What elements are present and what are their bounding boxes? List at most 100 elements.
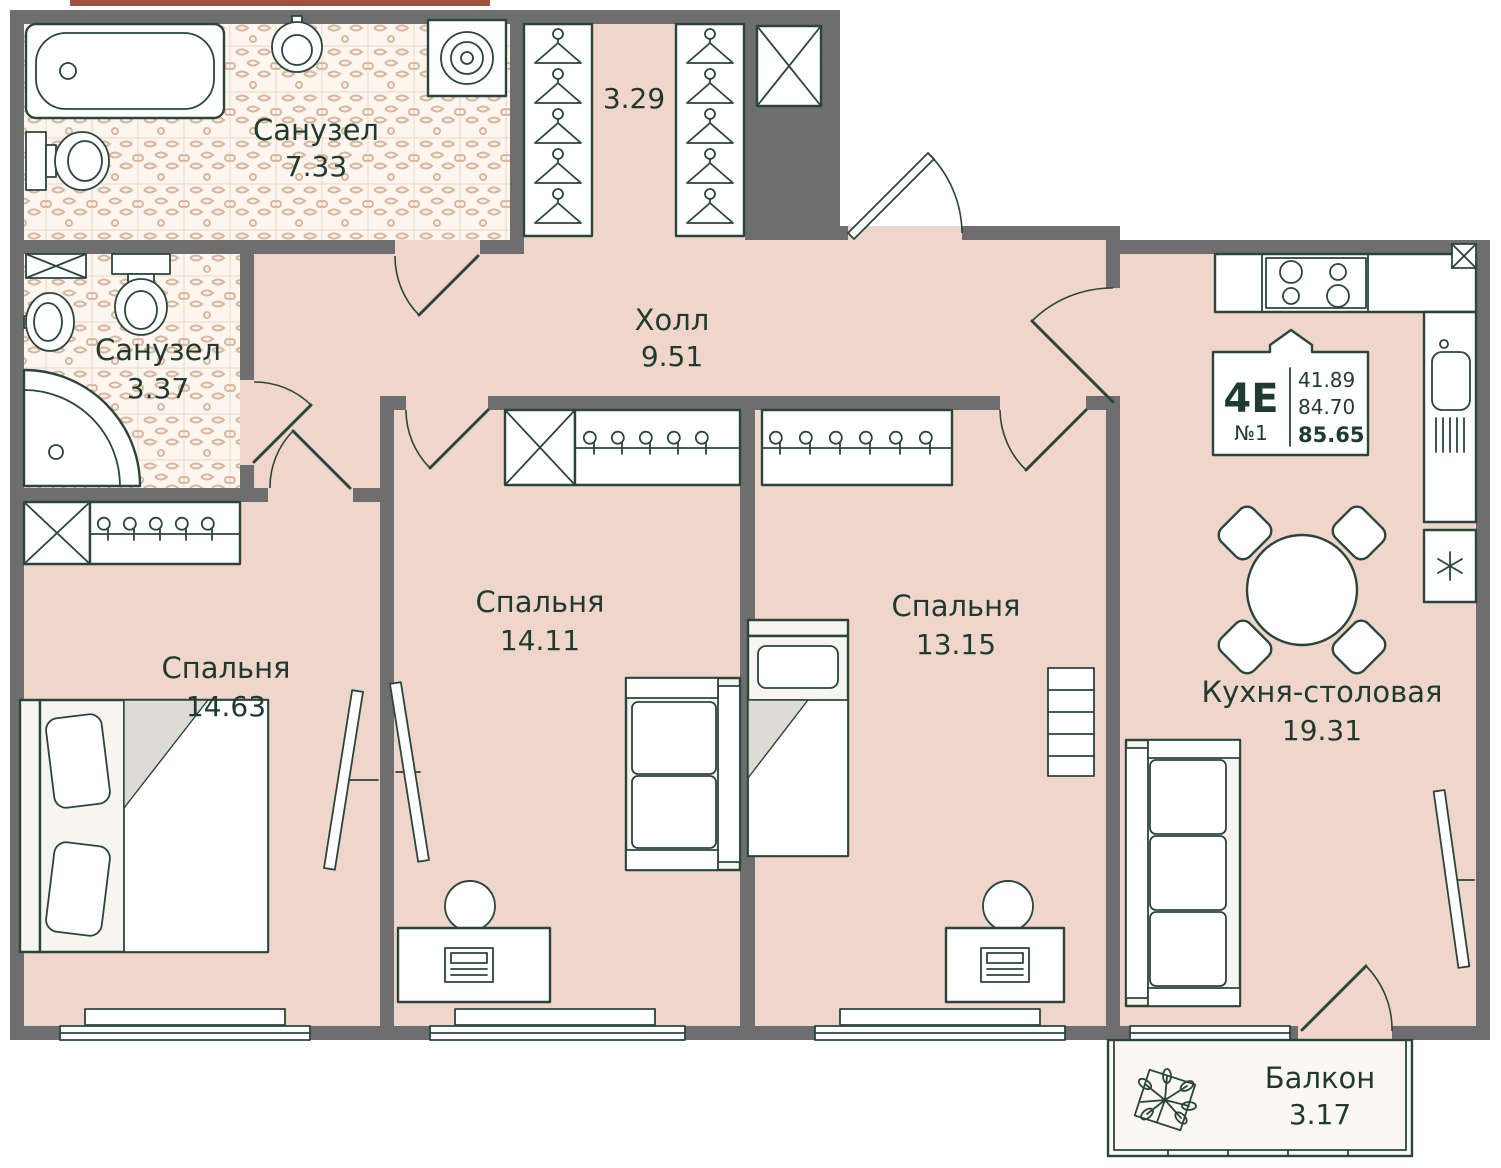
opening-bathroom-large: [395, 240, 480, 254]
bedroom-middle: Спальня 14.11: [389, 408, 742, 1004]
vent-grille-icon: [25, 253, 87, 279]
shelf-icon: [1047, 667, 1095, 777]
wardrobe-hangers-icon: [674, 22, 746, 238]
windows: [59, 1008, 1291, 1041]
wall-bathroom-closet-divider: [510, 14, 524, 254]
room-label-hall: Холл: [635, 303, 710, 337]
dining-table-icon: [1217, 505, 1387, 675]
room-area-bathroom-small: 3.37: [127, 372, 189, 405]
plant-icon: [1133, 1068, 1197, 1132]
wardrobe-icon: [760, 408, 954, 487]
door-bedroom-middle: [405, 408, 490, 470]
wardrobe-hangers-icon: [522, 22, 594, 238]
door-kitchen: [1030, 287, 1115, 404]
window-bedroom-left: [59, 1025, 311, 1041]
wardrobe-icon: [503, 408, 742, 487]
window-kitchen-balcony: [1129, 1025, 1291, 1041]
chair-icon: [1217, 619, 1273, 675]
room-label-balcony: Балкон: [1265, 1061, 1375, 1095]
entry-closet: 3.29: [522, 22, 746, 238]
laptop-icon: [444, 947, 494, 983]
door-openings: [240, 226, 1392, 1040]
room-area-bedroom-middle: 14.11: [500, 624, 580, 657]
corner-bathtub-icon: [22, 368, 142, 488]
wardrobe-icon: [22, 500, 242, 566]
unit-area-total: 85.65: [1298, 423, 1364, 447]
tv-icon: [389, 681, 430, 863]
unit-area-main: 84.70: [1298, 395, 1355, 419]
bathroom-small: Санузел 3.37: [22, 253, 221, 488]
laptop-icon: [980, 947, 1030, 983]
wall-bedroom-kitchen-divider: [1106, 396, 1120, 1040]
door-bathroom-small: [252, 381, 313, 464]
room-label-bathroom-small: Санузел: [95, 333, 221, 367]
door-entrance: [847, 152, 963, 240]
wall-right: [1476, 240, 1490, 1040]
unit-area-living: 41.89: [1298, 368, 1355, 392]
hall: Холл 9.51: [635, 303, 710, 373]
wall-kitchen-top: [1120, 240, 1476, 254]
kitchen-dining: Кухня-столовая 19.31: [1124, 243, 1478, 1008]
single-bed-icon: [746, 618, 850, 858]
chair-icon: [1217, 505, 1273, 561]
radiator: [454, 1008, 656, 1026]
door-bedroom-left: [269, 429, 352, 490]
unit-type: 4Е: [1223, 376, 1278, 422]
sink-icon: [271, 15, 323, 73]
opening-bedroom-right: [1000, 396, 1086, 410]
unit-number: №1: [1234, 421, 1268, 445]
wall-kitchen-stub: [1106, 226, 1120, 288]
chair-icon: [1331, 619, 1387, 675]
tv-icon: [1432, 789, 1475, 969]
room-label-bedroom-left: Спальня: [161, 651, 290, 685]
balcony: Балкон 3.17: [1133, 1061, 1375, 1132]
room-area-bedroom-left: 14.63: [186, 690, 266, 723]
radiator: [84, 1008, 286, 1026]
room-label-bedroom-middle: Спальня: [475, 585, 604, 619]
kitchen-sink-icon: [1431, 339, 1471, 453]
bedroom-left: Спальня 14.63: [18, 500, 379, 954]
room-label-bedroom-right: Спальня: [891, 589, 1020, 623]
sofa-icon: [1124, 738, 1242, 1008]
room-area-hall: 9.51: [641, 340, 703, 373]
opening-entrance: [848, 226, 962, 240]
chair-icon: [1331, 505, 1387, 561]
desk-icon: [944, 880, 1066, 1004]
wall-bedrooms-1-2-divider: [380, 396, 394, 1040]
unit-info-badge: 4Е №1 41.89 84.70 85.65: [1211, 328, 1370, 457]
double-bed-icon: [18, 698, 270, 954]
window-bedroom-middle: [429, 1025, 686, 1041]
doors: [252, 152, 1393, 1032]
sink-icon: [23, 292, 75, 352]
sofa-icon: [624, 676, 742, 872]
toilet-icon: [25, 131, 110, 191]
room-area-bedroom-right: 13.15: [916, 628, 996, 661]
radiator: [839, 1008, 1041, 1026]
window-bedroom-right: [814, 1025, 1066, 1041]
door-bathroom-large: [394, 254, 480, 317]
opening-balcony-door: [1298, 1026, 1392, 1040]
section-line: [70, 0, 490, 6]
bedroom-right: Спальня 13.15: [746, 408, 1095, 1004]
fridge-icon: [1422, 528, 1478, 604]
washing-machine-icon: [426, 18, 508, 98]
door-bedroom-right: [999, 408, 1088, 472]
wall-bathroom-large-bottom: [14, 240, 510, 254]
shaft-icon: [755, 24, 823, 108]
tv-icon: [323, 689, 379, 871]
bathroom-large: Санузел 7.33: [24, 15, 508, 191]
opening-bedroom-middle: [406, 396, 488, 410]
door-balcony: [1300, 964, 1393, 1032]
opening-bedroom-left: [268, 488, 353, 502]
room-label-kitchen: Кухня-столовая: [1202, 675, 1443, 709]
room-area-bathroom-large: 7.33: [285, 150, 347, 183]
bathtub-icon: [24, 22, 226, 120]
desk-icon: [396, 880, 552, 1004]
toilet-icon: [111, 253, 171, 336]
room-area-balcony: 3.17: [1289, 1098, 1351, 1131]
room-area-closet: 3.29: [603, 82, 665, 115]
vent-grille-icon: [1451, 243, 1477, 269]
balcony-shell: [1106, 1038, 1414, 1158]
fridge-snowflake-icon: [1437, 551, 1463, 581]
